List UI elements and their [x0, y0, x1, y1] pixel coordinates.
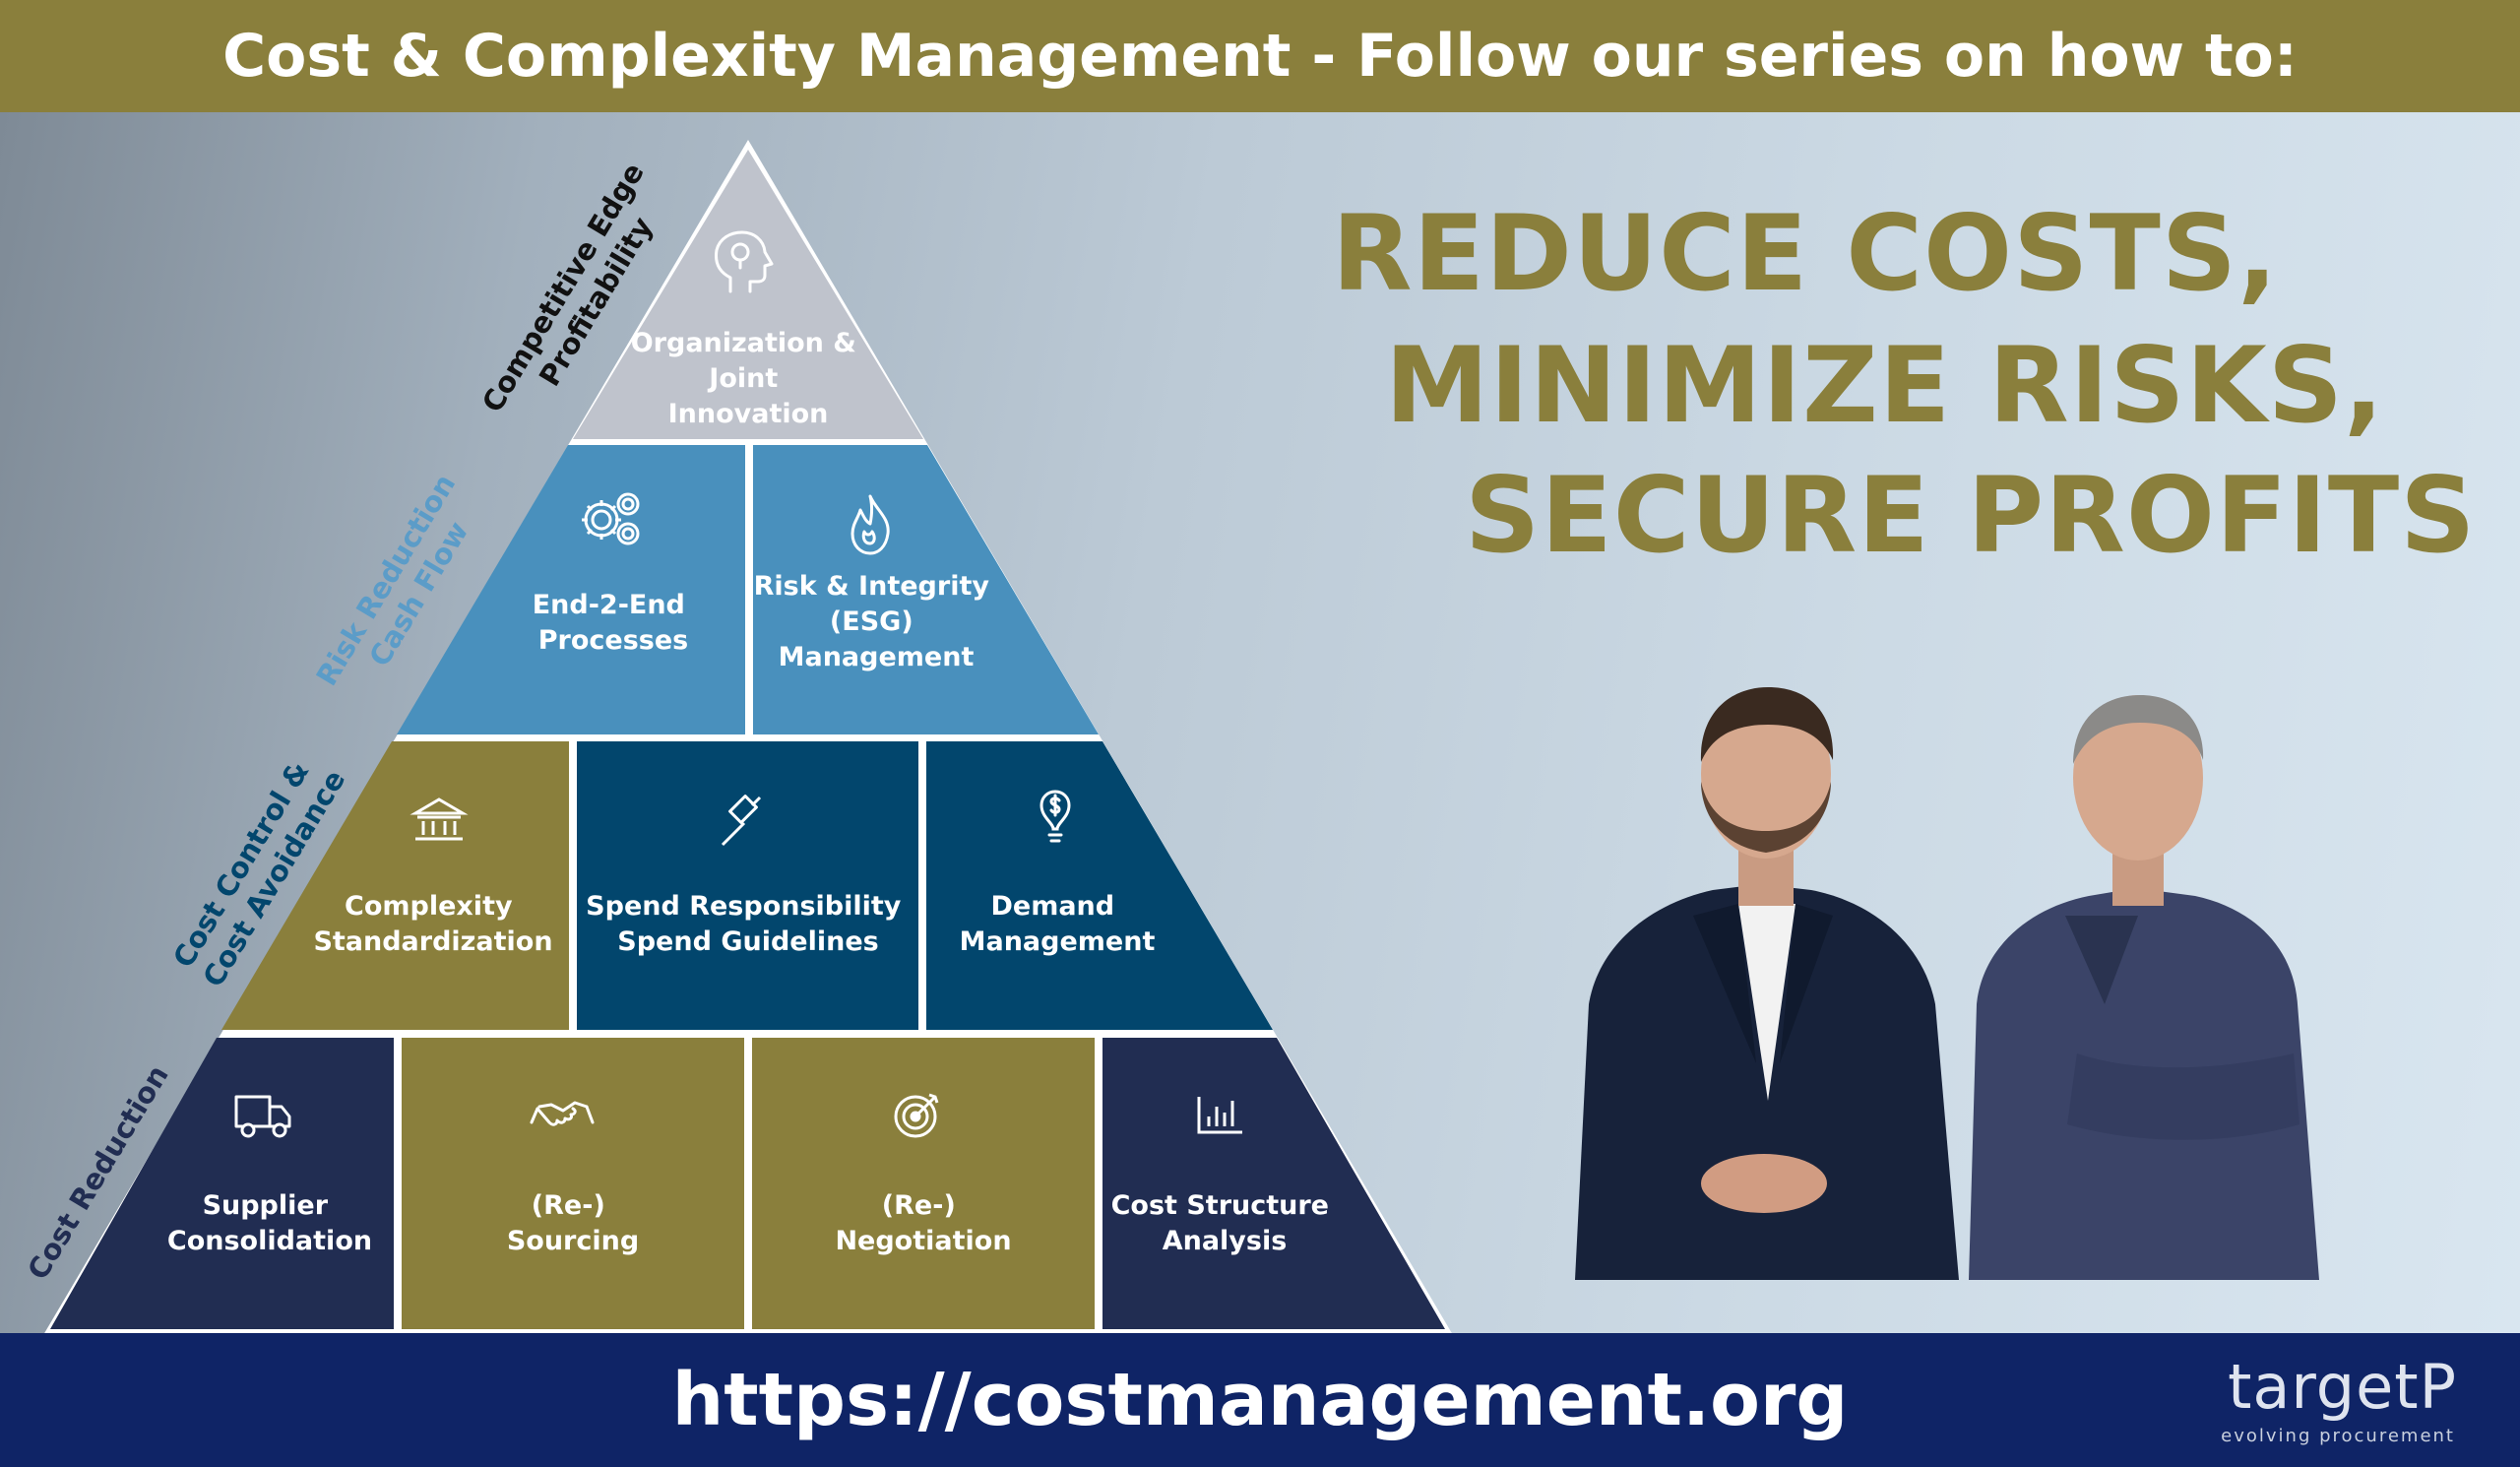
- pyramid-cell-negotiation: [752, 1038, 1095, 1329]
- header-banner: Cost & Complexity Management - Follow ou…: [0, 0, 2520, 112]
- cell-complexity-label: Complexity Standardization: [313, 891, 552, 957]
- targetp-logo: targetP evolving procurement: [2221, 1351, 2457, 1459]
- bar-chart-icon: [1197, 1097, 1242, 1134]
- footer-url-link[interactable]: https://costmanagement.org: [671, 1358, 1849, 1442]
- cell-cost-structure-label: Cost Structure Analysis: [1111, 1190, 1339, 1256]
- pyramid-cell-risk-integrity: [753, 445, 1099, 734]
- cell-sourcing-label: (Re-) Sourcing: [507, 1190, 639, 1256]
- cell-end2end-label: End-2-End Processes: [533, 590, 695, 656]
- logo-tagline: evolving procurement: [2221, 1426, 2455, 1446]
- gears-icon: [582, 492, 640, 545]
- pyramid-cell-sourcing: [402, 1038, 744, 1329]
- lightbulb-dollar-icon: [1040, 790, 1071, 843]
- cell-demand-label: Demand Management: [960, 891, 1156, 957]
- cell-spend-label: Spend Responsibility Spend Guidelines: [586, 891, 911, 957]
- pyramid-cell-spend: [577, 741, 918, 1030]
- pyramid-outline: [43, 140, 1453, 1335]
- pyramid-cell-cost-structure: [1102, 1038, 1445, 1329]
- cell-organization-label: Organization & Joint Innovation: [631, 328, 866, 429]
- presenter-left: [1575, 687, 1959, 1280]
- pyramid-cell-end2end: [397, 445, 745, 734]
- pyramid-cell-complexity: [221, 741, 569, 1030]
- pyramid-cell-demand: [926, 741, 1273, 1030]
- gavel-icon: [721, 795, 762, 847]
- cell-supplier-label: Supplier Consolidation: [167, 1190, 372, 1256]
- handshake-icon: [530, 1101, 595, 1126]
- header-title: Cost & Complexity Management - Follow ou…: [222, 22, 2298, 91]
- truck-icon: [234, 1095, 291, 1138]
- pyramid-cell-organization: [573, 150, 923, 439]
- head-idea-icon: [715, 230, 774, 293]
- logo-name: targetP: [2228, 1351, 2457, 1423]
- cell-risk-integrity-label: Risk & Integrity (ESG) Management: [754, 571, 999, 672]
- cell-negotiation-label: (Re-) Negotiation: [835, 1190, 1011, 1256]
- presenter-right: [1969, 695, 2319, 1280]
- institution-icon: [410, 797, 469, 841]
- pyramid-cell-supplier: [50, 1038, 394, 1329]
- headline-line-3: SECURE PROFITS: [1465, 455, 2477, 576]
- headline-line-2: MINIMIZE RISKS,: [1385, 325, 2385, 446]
- footer-banner: https://costmanagement.org targetP evolv…: [0, 1333, 2520, 1467]
- target-icon: [894, 1093, 939, 1138]
- headline-line-1: REDUCE COSTS,: [1332, 193, 2279, 314]
- flame-icon: [850, 494, 890, 555]
- presenters-photo: [1575, 687, 2319, 1280]
